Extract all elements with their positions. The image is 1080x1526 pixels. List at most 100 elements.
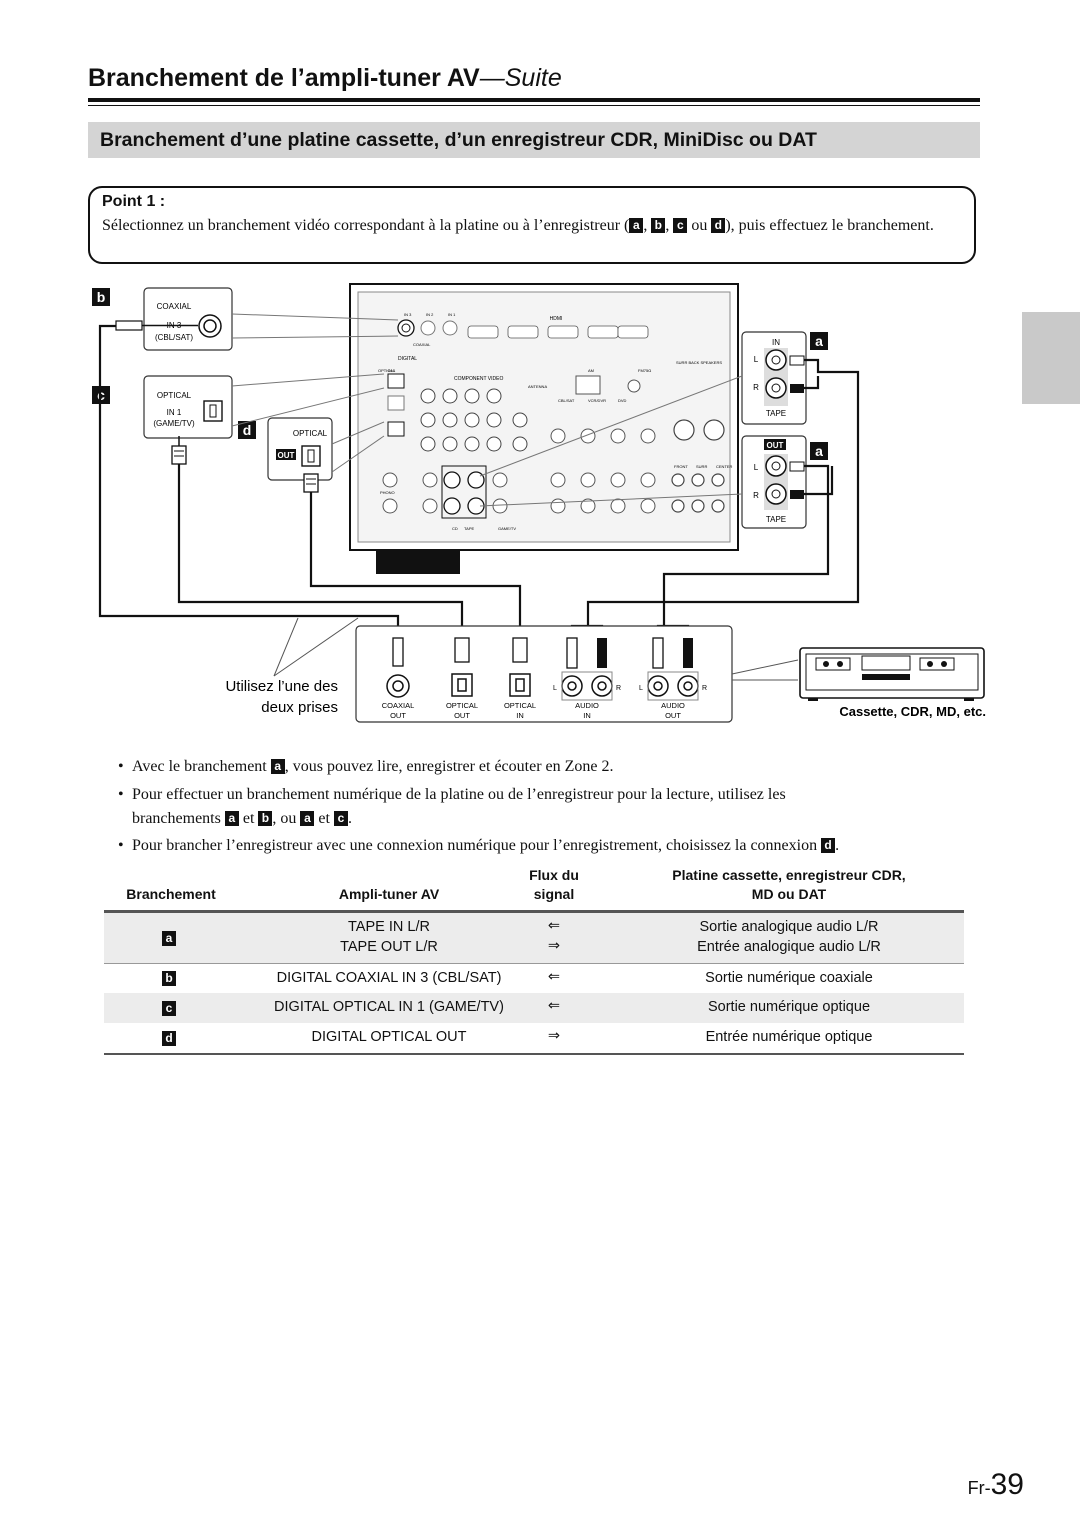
table-header: Branchement Ampli-tuner AV Flux du signa… — [104, 864, 964, 910]
tape-out-panel: OUT L R TAPE — [741, 435, 807, 529]
svg-text:L: L — [754, 463, 759, 472]
bullet-text: Pour effectuer un branchement numérique … — [132, 786, 786, 803]
svg-text:R: R — [702, 685, 707, 692]
bullet-text: , vous pouvez lire, enregistrer et écout… — [284, 758, 614, 775]
cell-platine: Entrée numérique optique — [705, 1029, 873, 1045]
label-a: a — [224, 811, 239, 826]
cell-platine: Sortie numérique coaxiale — [705, 970, 873, 986]
th-branchement: Branchement — [126, 886, 216, 902]
cell-ampli: DIGITAL OPTICAL OUT — [311, 1029, 467, 1045]
bullet-text: et — [238, 810, 259, 827]
svg-text:c: c — [97, 387, 105, 403]
svg-text:IN 1: IN 1 — [388, 368, 396, 373]
th-ampli: Ampli-tuner AV — [338, 886, 440, 902]
coaxial-in3-panel: COAXIAL IN 3 (CBL/SAT) — [143, 287, 233, 351]
diagram-label-d: d — [238, 421, 256, 439]
cell-ampli: TAPE OUT L/R — [340, 939, 438, 955]
prise-callout: Utilisez l’une des deux prises — [225, 617, 359, 716]
label-c: c — [333, 811, 348, 826]
svg-text:L: L — [553, 685, 557, 692]
header-rule — [88, 98, 980, 102]
svg-text:L: L — [639, 685, 643, 692]
side-tab — [1022, 312, 1080, 404]
table-row: a TAPE IN L/R TAPE OUT L/R ⇐ ⇒ Sortie an… — [104, 913, 964, 963]
svg-text:(GAME/TV): (GAME/TV) — [153, 419, 195, 428]
svg-text:ANTENNA: ANTENNA — [528, 384, 547, 389]
label-b: b — [162, 971, 176, 986]
cell-flux: ⇒ — [547, 1028, 561, 1044]
bullet-dot: • — [118, 758, 124, 775]
cell-ampli: DIGITAL OPTICAL IN 1 (GAME/TV) — [274, 999, 504, 1015]
bullet-text: et — [314, 810, 334, 827]
svg-text:SURR BACK SPEAKERS: SURR BACK SPEAKERS — [676, 360, 722, 365]
svg-text:OPTICAL: OPTICAL — [446, 701, 478, 710]
svg-text:IN 1: IN 1 — [167, 408, 182, 417]
label-a: a — [629, 218, 644, 233]
diagram-label-b: b — [92, 288, 110, 306]
cell-ampli: TAPE IN L/R — [348, 919, 430, 935]
point-box — [88, 186, 976, 264]
diagram-label-a-out: a — [810, 442, 828, 460]
svg-text:d: d — [243, 422, 252, 438]
page-number: Fr-39 — [968, 1468, 1024, 1502]
label-b: b — [258, 811, 273, 826]
svg-text:IN: IN — [772, 338, 780, 347]
point-sep: , — [665, 217, 674, 234]
svg-text:OPTICAL: OPTICAL — [293, 429, 328, 438]
svg-text:OPTICAL: OPTICAL — [378, 368, 396, 373]
svg-text:AUDIO: AUDIO — [575, 701, 599, 710]
svg-text:OUT: OUT — [278, 451, 295, 460]
label-c: c — [162, 1001, 176, 1016]
svg-text:COAXIAL: COAXIAL — [413, 342, 431, 347]
page-number-prefix: Fr- — [967, 1478, 991, 1498]
svg-text:b: b — [97, 289, 106, 305]
svg-text:OUT: OUT — [665, 711, 681, 720]
point-sep: , — [643, 217, 652, 234]
bullet-text: . — [835, 837, 840, 854]
table-row: d DIGITAL OPTICAL OUT ⇒ Entrée numérique… — [104, 1023, 964, 1053]
optical-in1-panel: OPTICAL IN 1 (GAME/TV) — [143, 375, 233, 439]
th-flux-2: signal — [533, 886, 575, 902]
svg-text:HDMI: HDMI — [550, 316, 563, 322]
point-text-after: ), puis effectuez le branchement. — [725, 217, 934, 234]
svg-text:OUT: OUT — [454, 711, 470, 720]
svg-text:FRONT: FRONT — [674, 464, 688, 469]
svg-text:AM: AM — [588, 368, 594, 373]
page-title-suffix: —Suite — [479, 64, 562, 92]
table-row: b DIGITAL COAXIAL IN 3 (CBL/SAT) ⇐ Sorti… — [104, 964, 964, 993]
svg-text:R: R — [753, 383, 759, 392]
label-a: a — [300, 811, 315, 826]
svg-text:DVD: DVD — [618, 398, 627, 403]
svg-text:TAPE: TAPE — [766, 515, 786, 524]
section-bar — [88, 122, 980, 158]
cell-platine: Entrée analogique audio L/R — [697, 939, 881, 955]
page-title-main: Branchement de l’ampli-tuner AV — [88, 64, 480, 92]
svg-text:OUT: OUT — [390, 711, 406, 720]
bullet-text: branchements — [132, 810, 225, 827]
svg-text:Utilisez l’une des: Utilisez l’une des — [225, 678, 338, 695]
cell-platine: Sortie analogique audio L/R — [699, 919, 879, 935]
svg-text:IN 3: IN 3 — [404, 312, 412, 317]
svg-text:TAPE: TAPE — [464, 526, 474, 531]
svg-text:R: R — [616, 685, 621, 692]
svg-text:OPTICAL: OPTICAL — [504, 701, 536, 710]
header-rule-thin — [88, 105, 980, 106]
receiver-back-panel: HDMI DIGITAL COAXIAL OPTICAL IN 3 IN 2 I… — [349, 283, 739, 574]
svg-text:IN: IN — [583, 711, 591, 720]
optical-out-plug — [303, 473, 319, 493]
label-d: d — [711, 218, 726, 233]
svg-text:CENTER: CENTER — [716, 464, 733, 469]
label-d: d — [821, 838, 836, 853]
tape-in-panel: IN L R TAPE — [741, 331, 807, 425]
svg-text:TAPE: TAPE — [766, 409, 786, 418]
svg-text:GAME/TV: GAME/TV — [498, 526, 516, 531]
bullet-dot: • — [118, 786, 124, 803]
svg-text:L: L — [754, 355, 759, 364]
bullet-text: . — [347, 810, 352, 827]
cell-platine: Sortie numérique optique — [707, 999, 871, 1015]
connection-diagram: b c d a a COAXIAL IN 3 (CBL/SAT) OPTICAL… — [92, 283, 986, 723]
cell-flux: ⇐ — [547, 918, 561, 934]
cell-ampli: DIGITAL COAXIAL IN 3 (CBL/SAT) — [276, 970, 502, 986]
point-text: Sélectionnez un branchement vidéo corres… — [102, 215, 970, 237]
page-number-value: 39 — [990, 1468, 1024, 1501]
